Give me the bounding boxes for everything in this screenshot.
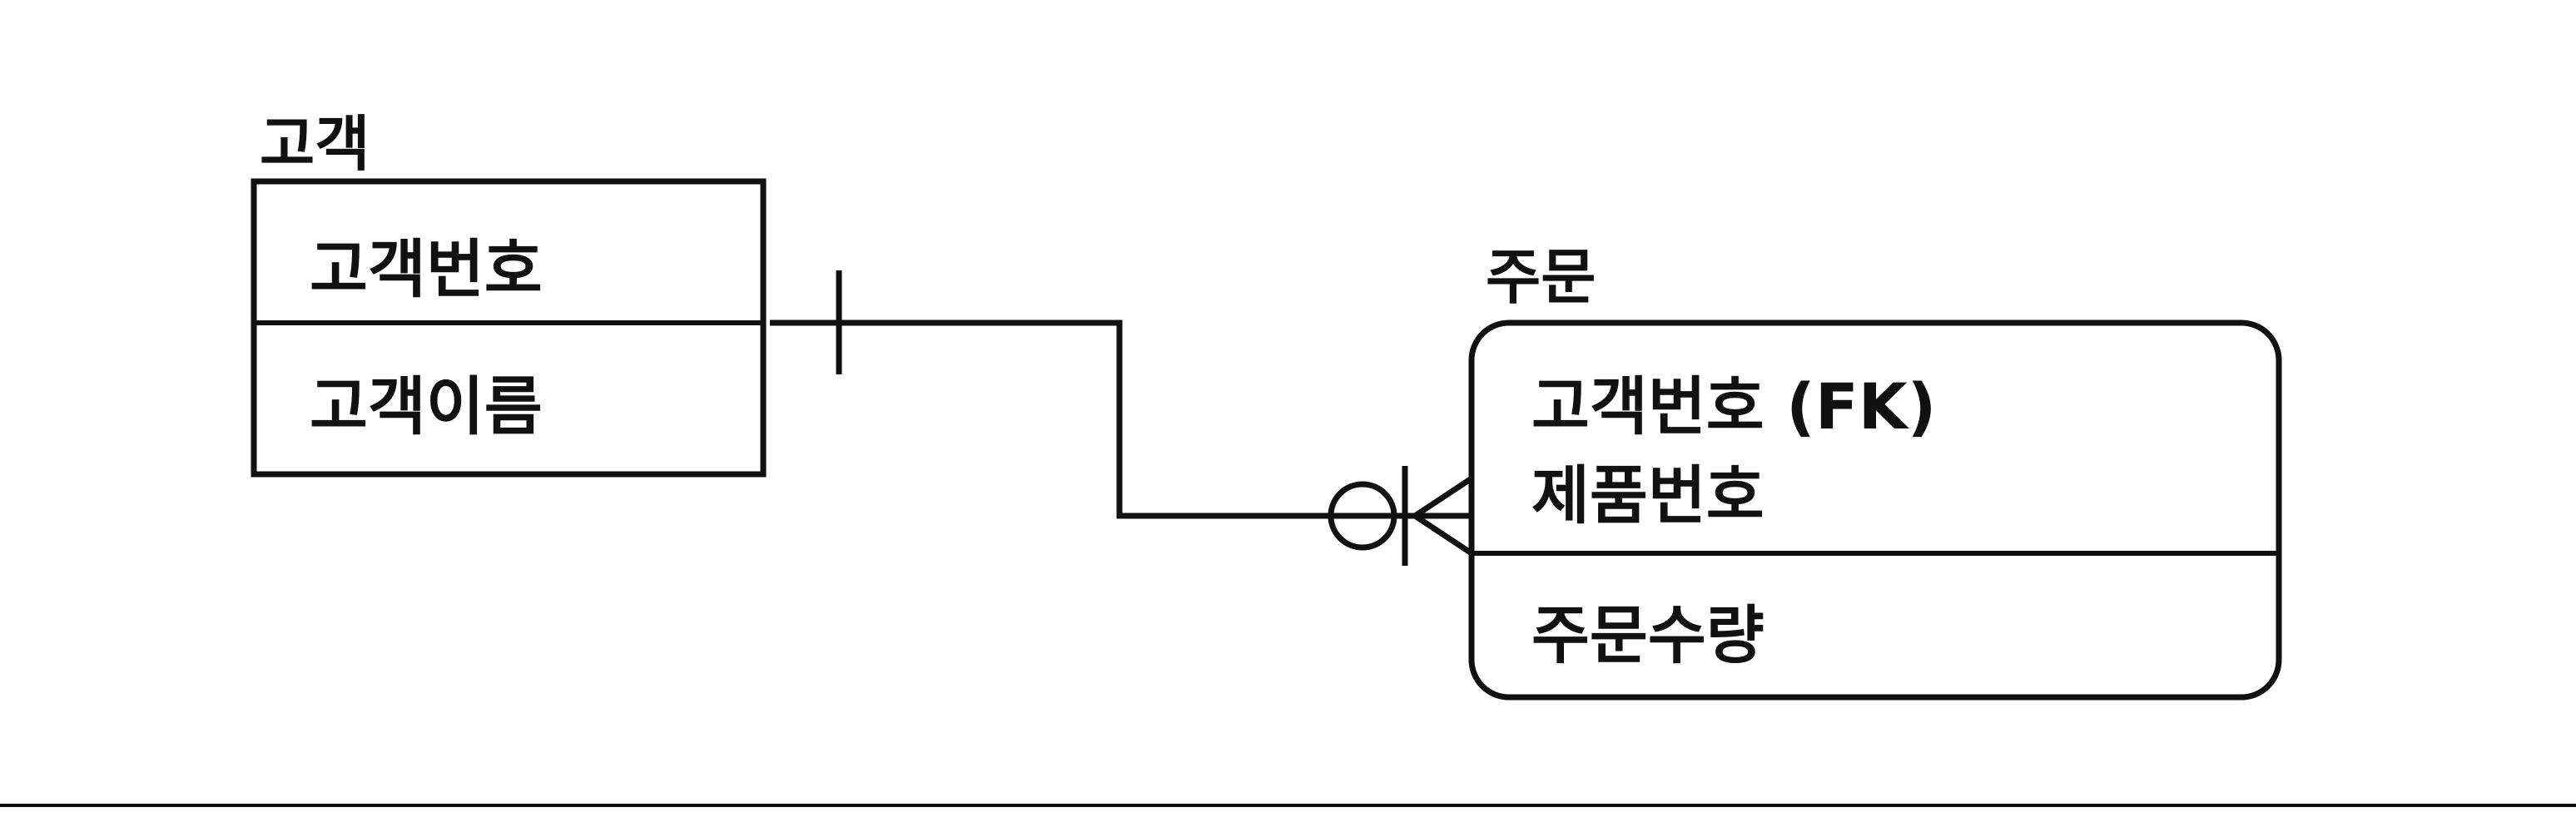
- crows-foot-upper: [1413, 476, 1473, 518]
- entity-order: 주문 고객번호 (FK) 제품번호 주문수량: [1468, 242, 2282, 701]
- entity-order-box: [1468, 319, 2282, 701]
- order-key-attribute-2: 제품번호: [1531, 458, 1764, 532]
- customer-key-attribute: 고객번호: [310, 232, 543, 306]
- entity-customer: 고객 고객번호 고객이름: [251, 109, 767, 478]
- crows-foot-lower: [1413, 513, 1473, 556]
- relationship-connector: [770, 270, 1473, 566]
- relationship-line: [770, 319, 1472, 519]
- entity-customer-box: [251, 178, 767, 478]
- entity-customer-title: 고객: [260, 109, 370, 179]
- customer-attribute: 고객이름: [310, 369, 543, 443]
- order-attribute: 주문수량: [1531, 598, 1764, 672]
- order-key-attribute-1: 고객번호 (FK): [1531, 369, 1936, 443]
- entity-order-title: 주문: [1486, 242, 1596, 312]
- cardinality-zero-mark: [1328, 481, 1397, 551]
